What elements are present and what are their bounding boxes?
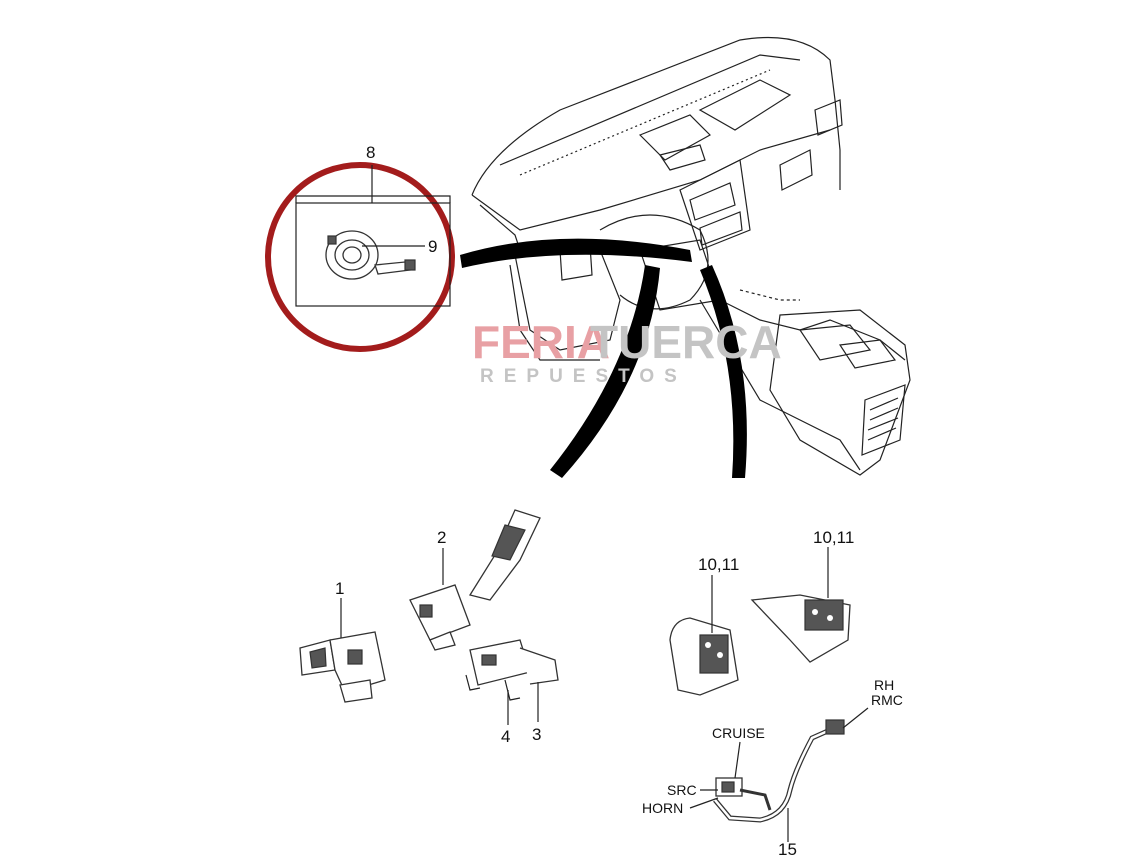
callout-4: 4 xyxy=(501,727,510,746)
label-horn: HORN xyxy=(642,800,683,816)
callout-9: 9 xyxy=(428,237,437,256)
label-rh: RH xyxy=(874,677,894,693)
highlight-circle xyxy=(265,162,455,352)
watermark-word-1: FERIA xyxy=(472,316,610,368)
leader-sweeps xyxy=(460,238,747,478)
wiper-switch-part xyxy=(465,639,559,701)
label-cruise: CRUISE xyxy=(712,725,765,741)
clock-spring-part xyxy=(325,230,416,280)
callout-10-11-left: 10,11 xyxy=(698,555,739,574)
watermark: FERIA TUERCA REPUESTOS xyxy=(472,316,782,387)
label-rmc: RMC xyxy=(871,692,903,708)
remote-switch-left-part xyxy=(669,617,739,696)
label-src: SRC xyxy=(667,782,697,798)
callout-8: 8 xyxy=(366,143,375,162)
remote-switch-right-part xyxy=(750,594,851,663)
callout-2: 2 xyxy=(437,528,446,547)
callout-10-11-right: 10,11 xyxy=(813,528,854,547)
inset-frame xyxy=(295,202,451,307)
lighting-switch-part xyxy=(409,509,541,651)
callout-1: 1 xyxy=(335,579,344,598)
wiring-harness-part xyxy=(713,719,845,823)
watermark-word-2: TUERCA xyxy=(590,316,782,368)
callout-15: 15 xyxy=(778,840,797,858)
multifunction-switch-part xyxy=(299,631,386,703)
watermark-subtitle: REPUESTOS xyxy=(480,366,687,387)
callout-3: 3 xyxy=(532,725,541,744)
